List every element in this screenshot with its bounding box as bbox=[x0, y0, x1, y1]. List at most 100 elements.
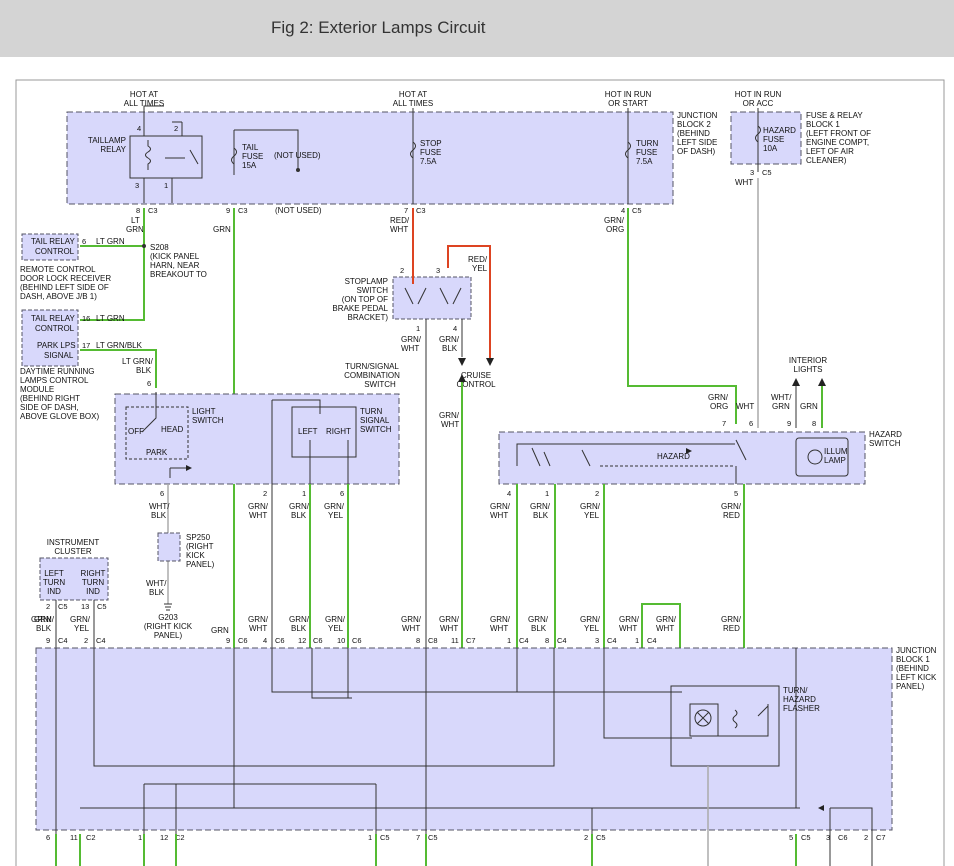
svg-text:BLK: BLK bbox=[149, 588, 165, 597]
svg-text:C5: C5 bbox=[97, 602, 107, 611]
svg-text:3: 3 bbox=[826, 833, 830, 842]
svg-text:WHT: WHT bbox=[390, 225, 408, 234]
svg-text:GRN/: GRN/ bbox=[324, 502, 345, 511]
svg-text:FUSE: FUSE bbox=[636, 148, 657, 157]
svg-text:HOT AT: HOT AT bbox=[399, 90, 427, 99]
svg-text:LT GRN: LT GRN bbox=[96, 237, 125, 246]
svg-text:PANEL): PANEL) bbox=[186, 560, 215, 569]
svg-text:C4: C4 bbox=[58, 636, 68, 645]
svg-text:PANEL): PANEL) bbox=[154, 631, 183, 640]
svg-text:ALL TIMES: ALL TIMES bbox=[124, 99, 164, 108]
svg-text:C4: C4 bbox=[96, 636, 106, 645]
svg-text:C6: C6 bbox=[238, 636, 248, 645]
svg-text:OR START: OR START bbox=[608, 99, 648, 108]
svg-text:TAIL RELAY: TAIL RELAY bbox=[31, 237, 76, 246]
tail-relay-control-1-label: TAIL RELAY CONTROL bbox=[31, 237, 76, 256]
svg-text:GRN/: GRN/ bbox=[439, 335, 460, 344]
svg-text:GRN/: GRN/ bbox=[721, 615, 742, 624]
svg-text:4: 4 bbox=[507, 489, 511, 498]
svg-text:BLK: BLK bbox=[442, 344, 458, 353]
svg-text:BRACKET): BRACKET) bbox=[348, 313, 389, 322]
svg-text:DASH, ABOVE J/B 1): DASH, ABOVE J/B 1) bbox=[20, 292, 97, 301]
svg-text:BLOCK 1: BLOCK 1 bbox=[806, 120, 840, 129]
svg-text:WHT: WHT bbox=[656, 624, 674, 633]
svg-text:SIDE OF DASH,: SIDE OF DASH, bbox=[20, 403, 79, 412]
not-used-fuse: (NOT USED) bbox=[274, 151, 321, 160]
svg-text:GRN/: GRN/ bbox=[248, 615, 269, 624]
svg-text:INTERIOR: INTERIOR bbox=[789, 356, 827, 365]
svg-text:FUSE: FUSE bbox=[763, 135, 784, 144]
svg-text:(ON TOP OF: (ON TOP OF bbox=[342, 295, 388, 304]
svg-text:IND: IND bbox=[86, 587, 100, 596]
svg-text:11: 11 bbox=[451, 636, 459, 645]
instrument-cluster bbox=[39, 557, 109, 601]
svg-text:STOPLAMP: STOPLAMP bbox=[345, 277, 388, 286]
svg-text:PANEL): PANEL) bbox=[896, 682, 925, 691]
svg-text:GRN/: GRN/ bbox=[325, 615, 346, 624]
svg-text:C5: C5 bbox=[58, 602, 68, 611]
svg-text:C5: C5 bbox=[428, 833, 438, 842]
svg-text:ABOVE GLOVE BOX): ABOVE GLOVE BOX) bbox=[20, 412, 99, 421]
hot-in-run-or-start: HOT IN RUN OR START bbox=[605, 90, 652, 108]
svg-text:C6: C6 bbox=[275, 636, 285, 645]
junction-block-1 bbox=[35, 647, 893, 831]
hazard-fuse: HAZARD FUSE 10A bbox=[763, 126, 796, 153]
svg-text:C5: C5 bbox=[762, 168, 772, 177]
svg-text:C6: C6 bbox=[352, 636, 362, 645]
svg-text:GRN/: GRN/ bbox=[721, 502, 742, 511]
svg-text:8: 8 bbox=[545, 636, 549, 645]
junction-block-2-label: JUNCTION BLOCK 2 (BEHIND LEFT SIDE OF DA… bbox=[677, 111, 718, 156]
svg-text:RIGHT: RIGHT bbox=[326, 427, 351, 436]
svg-text:9: 9 bbox=[46, 636, 50, 645]
svg-text:GRN/: GRN/ bbox=[248, 502, 269, 511]
svg-text:8: 8 bbox=[136, 206, 140, 215]
svg-text:HAZARD: HAZARD bbox=[869, 430, 902, 439]
svg-text:GRN/: GRN/ bbox=[401, 615, 422, 624]
svg-text:1: 1 bbox=[164, 181, 168, 190]
svg-text:TAILLAMP: TAILLAMP bbox=[88, 136, 126, 145]
svg-text:12: 12 bbox=[298, 636, 306, 645]
svg-text:C8: C8 bbox=[428, 636, 438, 645]
svg-text:4: 4 bbox=[263, 636, 267, 645]
svg-text:FUSE: FUSE bbox=[242, 152, 263, 161]
svg-text:LEFT: LEFT bbox=[298, 427, 318, 436]
svg-text:ORG: ORG bbox=[710, 402, 728, 411]
svg-text:C7: C7 bbox=[876, 833, 886, 842]
svg-text:BLOCK 2: BLOCK 2 bbox=[677, 120, 711, 129]
svg-text:2: 2 bbox=[864, 833, 868, 842]
svg-text:C7: C7 bbox=[466, 636, 476, 645]
svg-text:6: 6 bbox=[160, 489, 164, 498]
svg-text:GRN/: GRN/ bbox=[490, 615, 511, 624]
svg-text:GRN: GRN bbox=[213, 225, 231, 234]
figure-header: Fig 2: Exterior Lamps Circuit bbox=[0, 0, 954, 57]
svg-text:4: 4 bbox=[137, 124, 141, 133]
svg-text:IND: IND bbox=[47, 587, 61, 596]
svg-text:GRN/: GRN/ bbox=[708, 393, 729, 402]
svg-text:(BEHIND: (BEHIND bbox=[896, 664, 929, 673]
svg-text:10: 10 bbox=[337, 636, 345, 645]
svg-text:SWITCH: SWITCH bbox=[192, 416, 224, 425]
svg-text:SIGNAL: SIGNAL bbox=[44, 351, 74, 360]
svg-text:WHT: WHT bbox=[619, 624, 637, 633]
svg-text:WHT: WHT bbox=[249, 511, 267, 520]
svg-text:CLUSTER: CLUSTER bbox=[54, 547, 92, 556]
svg-text:ORG: ORG bbox=[606, 225, 624, 234]
svg-text:HAZARD: HAZARD bbox=[783, 695, 816, 704]
tail-relay-control-2-label: TAIL RELAY CONTROL bbox=[31, 314, 76, 333]
svg-text:OF DASH): OF DASH) bbox=[677, 147, 716, 156]
svg-text:BLOCK 1: BLOCK 1 bbox=[896, 655, 930, 664]
svg-text:HEAD: HEAD bbox=[161, 425, 183, 434]
svg-text:GRN: GRN bbox=[800, 402, 818, 411]
svg-text:LAMPS CONTROL: LAMPS CONTROL bbox=[20, 376, 89, 385]
svg-text:LIGHTS: LIGHTS bbox=[794, 365, 823, 374]
flasher-label: TURN/ HAZARD FLASHER bbox=[783, 686, 820, 713]
svg-text:17: 17 bbox=[82, 341, 90, 350]
svg-text:C2: C2 bbox=[86, 833, 96, 842]
svg-text:4: 4 bbox=[621, 206, 625, 215]
svg-text:(NOT USED): (NOT USED) bbox=[275, 206, 322, 215]
svg-text:RIGHT: RIGHT bbox=[81, 569, 106, 578]
svg-text:WHT/: WHT/ bbox=[146, 579, 167, 588]
